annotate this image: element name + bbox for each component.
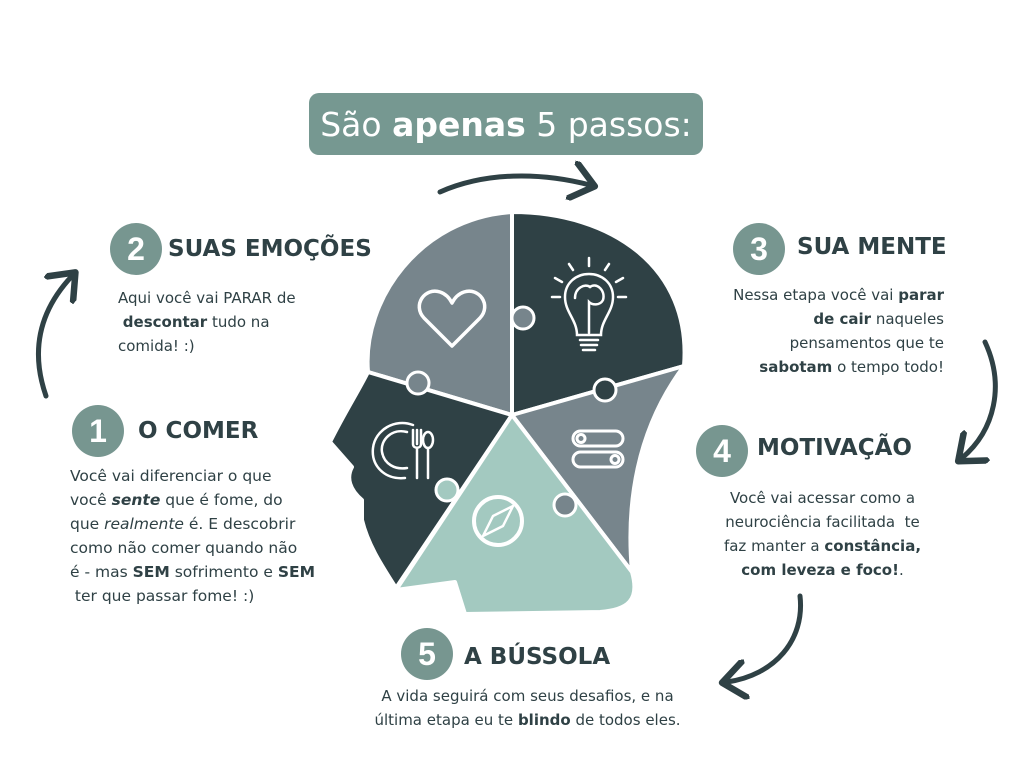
step-number-2: 2 [110, 223, 162, 275]
step-heading-2: SUAS EMOÇÕES [168, 236, 372, 262]
text-segment: é - mas [70, 563, 133, 581]
description-line: Você vai acessar como a [700, 486, 945, 510]
text-segment: descontar [122, 313, 208, 331]
text-segment: que é fome, do [160, 491, 283, 509]
lightbulb-brain-icon [550, 256, 628, 352]
arrow-right-lower [727, 593, 804, 682]
description-line: com leveza e foco!. [700, 558, 945, 582]
description-line: ter que passar fome! :) [70, 584, 315, 608]
text-segment: realmente [104, 515, 184, 533]
arrow-top [437, 176, 590, 192]
text-segment: última etapa eu te [374, 711, 518, 729]
step-heading-1: O COMER [138, 418, 259, 444]
text-segment: de cair [813, 310, 872, 328]
step-description-2: Aqui você vai PARAR de descontar tudo na… [118, 286, 296, 358]
text-segment: pensamentos que te [789, 334, 944, 352]
title-pre: São [320, 104, 393, 144]
description-line: sabotam o tempo todo! [733, 355, 944, 379]
puzzle-knob [592, 377, 618, 403]
text-segment: ter que passar fome! :) [70, 587, 255, 605]
text-segment: sofrimento e [169, 563, 278, 581]
description-line: última etapa eu te blindo de todos eles. [340, 708, 715, 732]
text-segment: naqueles [871, 310, 944, 328]
title-banner: São apenas 5 passos: [309, 93, 703, 155]
text-segment: tudo na [207, 313, 270, 331]
description-line: Você vai diferenciar o que [70, 464, 315, 488]
puzzle-piece-mind [510, 210, 687, 417]
description-line: A vida seguirá com seus desafios, e na [340, 684, 715, 708]
description-line: é - mas SEM sofrimento e SEM [70, 560, 315, 584]
title-bold: apenas [392, 104, 526, 144]
step-number-5: 5 [401, 628, 453, 680]
text-segment: Aqui você vai PARAR de [118, 289, 296, 307]
step-heading-5: A BÚSSOLA [464, 644, 611, 670]
text-segment: comida! :) [118, 337, 195, 355]
step-description-5: A vida seguirá com seus desafios, e na úl… [340, 684, 715, 732]
description-line: neurociência facilitada te [700, 510, 945, 534]
description-line: você sente que é fome, do [70, 488, 315, 512]
description-line: que realmente é. E descobrir [70, 512, 315, 536]
text-segment: sabotam [759, 358, 833, 376]
text-segment: com leveza e foco! [741, 561, 899, 579]
description-line: Nessa etapa você vai parar [733, 283, 944, 307]
text-segment: Você vai acessar como a [729, 489, 916, 507]
toggle-switches-icon [571, 429, 625, 469]
plate-cutlery-icon [371, 421, 435, 480]
text-segment: SEM [277, 563, 315, 581]
step-heading-3: SUA MENTE [797, 234, 947, 260]
heart-icon [417, 289, 487, 348]
text-segment: como não comer quando não [70, 539, 298, 557]
text-segment: o tempo todo! [832, 358, 944, 376]
text-segment: Nessa etapa você vai [733, 286, 899, 304]
step-heading-4: MOTIVAÇÃO [757, 435, 912, 461]
description-line: descontar tudo na [118, 310, 296, 334]
puzzle-piece-eating [328, 370, 514, 590]
compass-icon [472, 495, 524, 547]
puzzle-knob [405, 370, 431, 396]
puzzle-knob [434, 477, 460, 503]
text-segment: sente [111, 491, 161, 509]
title-post: 5 passos: [525, 104, 692, 144]
text-segment: A vida seguirá com seus desafios, e na [381, 687, 674, 705]
text-segment: . [898, 561, 904, 579]
step-number-3: 3 [733, 223, 785, 275]
step-description-4: Você vai acessar como a neurociência faci… [700, 486, 945, 582]
text-segment: faz manter a [723, 537, 825, 555]
text-segment: de todos eles. [570, 711, 681, 729]
text-segment: que [70, 515, 105, 533]
puzzle-knob [510, 305, 536, 331]
step-number-4: 4 [696, 425, 748, 477]
text-segment: neurociência facilitada te [725, 513, 920, 531]
text-segment: parar [898, 286, 944, 304]
description-line: Aqui você vai PARAR de [118, 286, 296, 310]
puzzle-piece-emotions [365, 210, 514, 417]
description-line: comida! :) [118, 334, 296, 358]
text-segment: constância, [824, 537, 922, 555]
arrow-left [36, 276, 72, 399]
puzzle-knob [552, 492, 578, 518]
text-segment: Você vai diferenciar o que [70, 467, 272, 485]
description-line: pensamentos que te [733, 331, 944, 355]
description-line: como não comer quando não [70, 536, 315, 560]
description-line: de cair naqueles [733, 307, 944, 331]
description-line: faz manter a constância, [700, 534, 945, 558]
text-segment: blindo [517, 711, 571, 729]
step-number-1: 1 [72, 405, 124, 457]
step-description-1: Você vai diferenciar o que você sente que… [70, 464, 315, 608]
text-segment: é. E descobrir [183, 515, 296, 533]
arrow-right-upper [962, 339, 998, 458]
text-segment: SEM [132, 563, 170, 581]
text-segment: você [70, 491, 112, 509]
puzzle-piece-compass [394, 413, 637, 616]
